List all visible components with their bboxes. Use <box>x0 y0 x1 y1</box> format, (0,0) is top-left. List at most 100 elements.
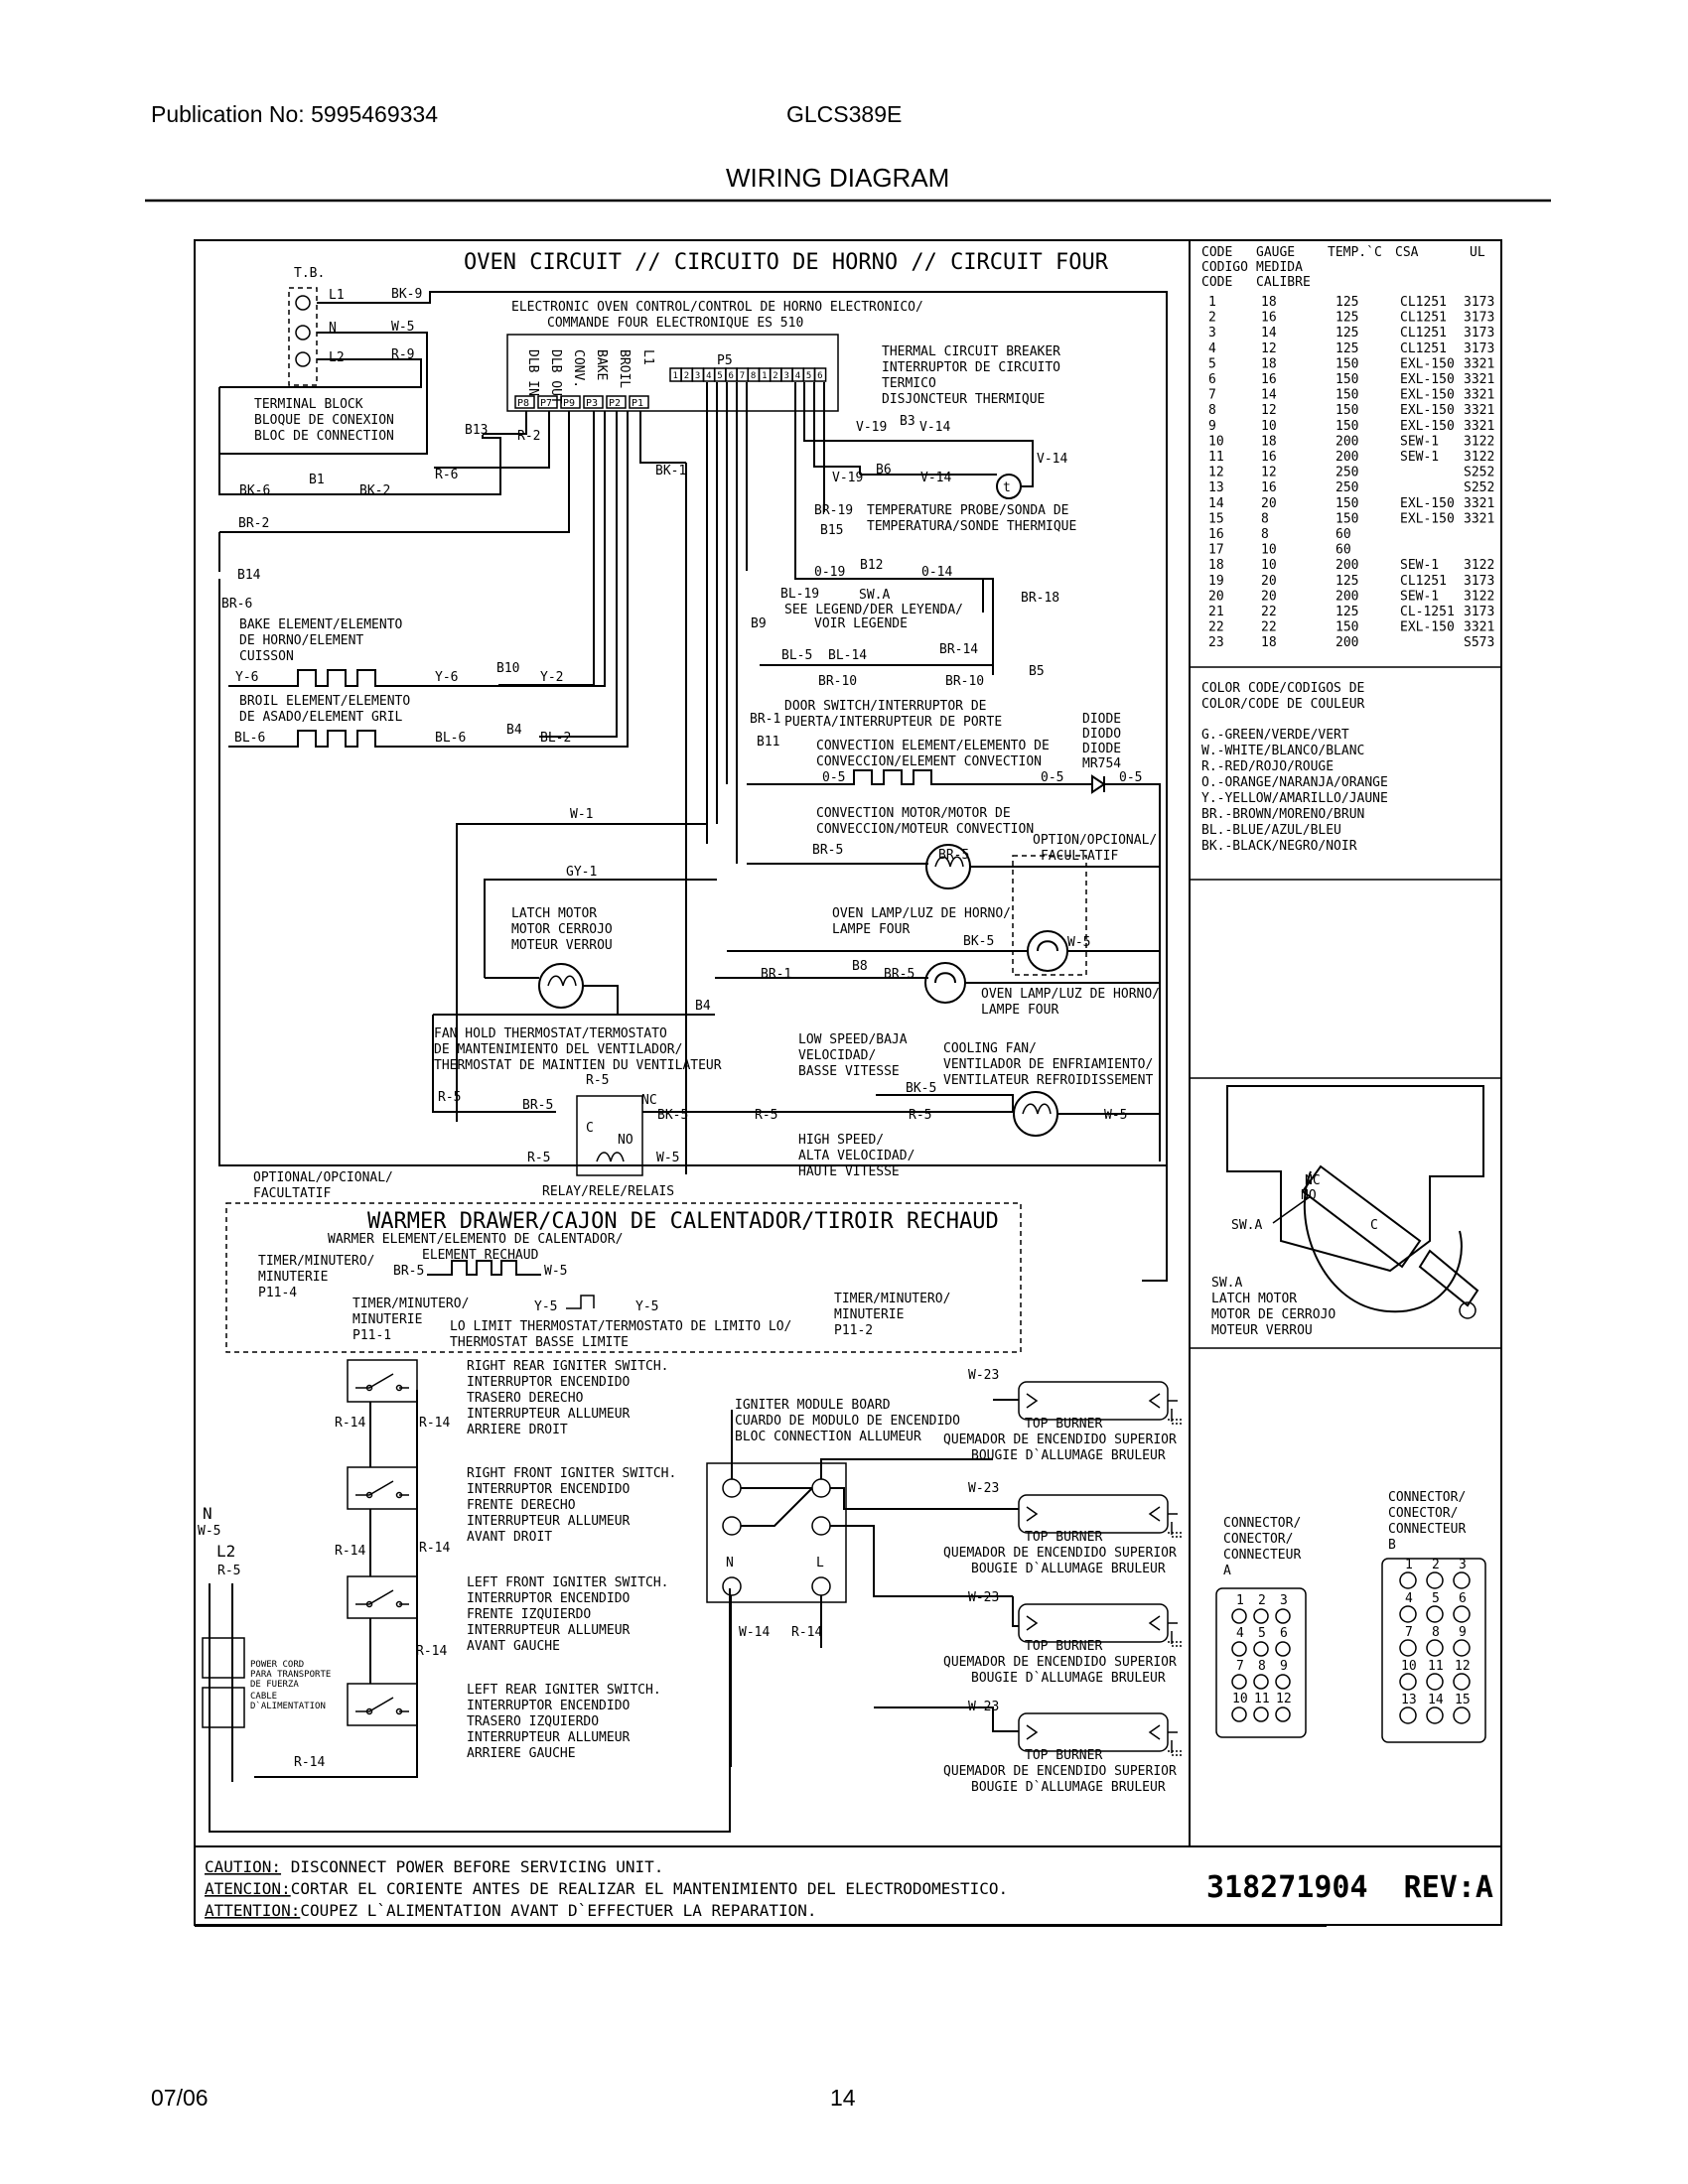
cooling-fan: COOLING FAN/ VENTILADOR DE ENFRIAMIENTO/… <box>943 1041 1153 1088</box>
svg-text:N: N <box>726 1556 734 1570</box>
table-cell: 16 <box>1261 450 1277 465</box>
page-number: 14 <box>830 2085 856 2111</box>
table-cell: 3173 <box>1464 311 1494 326</box>
table-cell: 12 <box>1208 466 1224 480</box>
warmer-drawer-box <box>225 1202 1022 1353</box>
connector-a <box>1215 1587 1307 1738</box>
svg-text:W-5: W-5 <box>1067 935 1090 950</box>
table-cell: 19 <box>1208 574 1224 589</box>
table-cell: EXL-150 <box>1400 356 1455 371</box>
svg-text:0-5: 0-5 <box>822 770 845 785</box>
top-burner-label: QUEMADOR DE ENCENDIDO SUPERIOR <box>943 1764 1177 1779</box>
connector-a-pin: 1 <box>1236 1593 1244 1608</box>
svg-text:V-14: V-14 <box>920 471 951 485</box>
svg-text:BR-18: BR-18 <box>1021 591 1059 606</box>
svg-text:L1: L1 <box>329 288 345 303</box>
svg-text:P11-2: P11-2 <box>834 1323 873 1338</box>
svg-text:0-14: 0-14 <box>921 565 952 580</box>
table-header: CODE <box>1201 245 1232 260</box>
svg-text:VELOCIDAD/: VELOCIDAD/ <box>798 1048 876 1063</box>
igniter-switch-label: ARRIERE DROIT <box>467 1423 568 1437</box>
table-cell: 60 <box>1336 543 1351 558</box>
svg-text:W-5: W-5 <box>1104 1108 1127 1123</box>
low-speed: LOW SPEED/BAJA VELOCIDAD/ BASSE VITESSE <box>798 1032 908 1079</box>
table-cell: 3122 <box>1464 558 1494 573</box>
igniter-switch-label: INTERRUPTEUR ALLUMEUR <box>467 1407 631 1422</box>
table-cell: S252 <box>1464 480 1494 495</box>
svg-text:DIODE: DIODE <box>1082 712 1121 727</box>
table-cell: 18 <box>1261 635 1277 650</box>
p5-pin-label: 3 <box>695 371 700 381</box>
svg-text:BK-1: BK-1 <box>655 464 686 478</box>
page-title: WIRING DIAGRAM <box>726 163 950 193</box>
svg-text:BR.-BROWN/MORENO/BRUN: BR.-BROWN/MORENO/BRUN <box>1201 807 1364 822</box>
svg-text:BL-19: BL-19 <box>780 587 819 602</box>
table-cell: 14 <box>1261 388 1277 403</box>
svg-text:ELEMENT RECHAUD: ELEMENT RECHAUD <box>422 1248 539 1263</box>
p5-pin-label: 6 <box>817 371 822 381</box>
table-cell: 3122 <box>1464 450 1494 465</box>
terminal-block: T.B. L1 N L2 BK-9 W-5 R-9 TERMINAL BLOCK… <box>254 266 422 444</box>
convection-element: CONVECTION ELEMENT/ELEMENTO DE CONVECCIO… <box>816 739 1050 769</box>
table-cell: CL1251 <box>1400 341 1447 356</box>
connector-b-pin: 14 <box>1428 1693 1444 1707</box>
svg-text:TIMER/MINUTERO/: TIMER/MINUTERO/ <box>352 1297 469 1311</box>
connector-b-pin: 5 <box>1432 1591 1440 1606</box>
svg-text:P8: P8 <box>517 398 529 409</box>
svg-text:BR-5: BR-5 <box>393 1264 424 1279</box>
table-cell: 14 <box>1208 496 1224 511</box>
svg-text:DE MANTENIMIENTO DEL VENTILADO: DE MANTENIMIENTO DEL VENTILADOR/ <box>434 1042 682 1057</box>
svg-text:BK-6: BK-6 <box>239 483 270 498</box>
table-cell: 3173 <box>1464 341 1494 356</box>
p5-pin-label: 3 <box>784 371 789 381</box>
svg-text:G.-GREEN/VERDE/VERT: G.-GREEN/VERDE/VERT <box>1201 728 1349 743</box>
svg-text:LATCH MOTOR: LATCH MOTOR <box>511 906 597 921</box>
electronic-oven-control: ELECTRONIC OVEN CONTROL/CONTROL DE HORNO… <box>506 300 923 412</box>
connector-b-pin: 11 <box>1428 1659 1444 1674</box>
table-cell: 60 <box>1336 527 1351 542</box>
table-cell: 8 <box>1261 511 1269 526</box>
svg-text:ALTA VELOCIDAD/: ALTA VELOCIDAD/ <box>798 1149 914 1163</box>
connector-a-label: CONNECTEUR <box>1223 1548 1301 1563</box>
table-cell: 150 <box>1336 388 1358 403</box>
wire-label: R-14 <box>419 1416 450 1431</box>
svg-text:Y-5: Y-5 <box>534 1299 557 1314</box>
svg-text:BL-5: BL-5 <box>781 648 812 663</box>
table-header: MEDIDA <box>1256 260 1303 275</box>
oven-lamp-2: OVEN LAMP/LUZ DE HORNO/ LAMPE FOUR <box>981 987 1160 1018</box>
svg-text:P11-4: P11-4 <box>258 1286 297 1300</box>
table-cell: 150 <box>1336 403 1358 418</box>
table-cell: 125 <box>1336 311 1358 326</box>
svg-text:MOTOR DE CERROJO: MOTOR DE CERROJO <box>1211 1307 1336 1322</box>
svg-text:THERMOSTAT BASSE LIMITE: THERMOSTAT BASSE LIMITE <box>450 1335 629 1350</box>
svg-text:PUERTA/INTERRUPTEUR DE PORTE: PUERTA/INTERRUPTEUR DE PORTE <box>784 715 1002 730</box>
p5-pin-label: 5 <box>806 371 811 381</box>
relay-label: RELAY/RELE/RELAIS <box>542 1184 674 1199</box>
svg-text:W-14: W-14 <box>739 1625 770 1640</box>
igniter-switch-label: FRENTE DERECHO <box>467 1498 576 1513</box>
connector-b-pin: 2 <box>1432 1558 1440 1572</box>
table-cell: 150 <box>1336 511 1358 526</box>
top-burner <box>1018 1494 1169 1534</box>
connector-b-pin: 15 <box>1455 1693 1471 1707</box>
table-cell: 200 <box>1336 635 1358 650</box>
table-cell: 150 <box>1336 356 1358 371</box>
svg-text:R-2: R-2 <box>517 429 540 444</box>
svg-text:OVEN LAMP/LUZ DE HORNO/: OVEN LAMP/LUZ DE HORNO/ <box>832 906 1011 921</box>
igniter-switch <box>347 1359 418 1403</box>
footer-date: 07/06 <box>151 2085 209 2111</box>
table-cell: 22 <box>1261 620 1277 635</box>
table-cell: CL1251 <box>1400 326 1447 341</box>
svg-text:SW.A: SW.A <box>859 588 890 603</box>
svg-text:TEMPERATURA/SONDE THERMIQUE: TEMPERATURA/SONDE THERMIQUE <box>867 519 1076 534</box>
table-cell: 125 <box>1336 605 1358 619</box>
table-cell: 150 <box>1336 419 1358 434</box>
svg-text:DE FUERZA: DE FUERZA <box>250 1680 299 1690</box>
svg-text:BL-6: BL-6 <box>435 731 466 746</box>
table-cell: 3321 <box>1464 496 1494 511</box>
svg-text:NO: NO <box>1301 1188 1317 1203</box>
svg-text:R-5: R-5 <box>755 1108 777 1123</box>
svg-text:TEMPERATURE PROBE/SONDA DE: TEMPERATURE PROBE/SONDA DE <box>867 503 1069 518</box>
svg-text:L: L <box>816 1556 824 1570</box>
svg-text:D`ALIMENTATION: D`ALIMENTATION <box>250 1701 326 1711</box>
